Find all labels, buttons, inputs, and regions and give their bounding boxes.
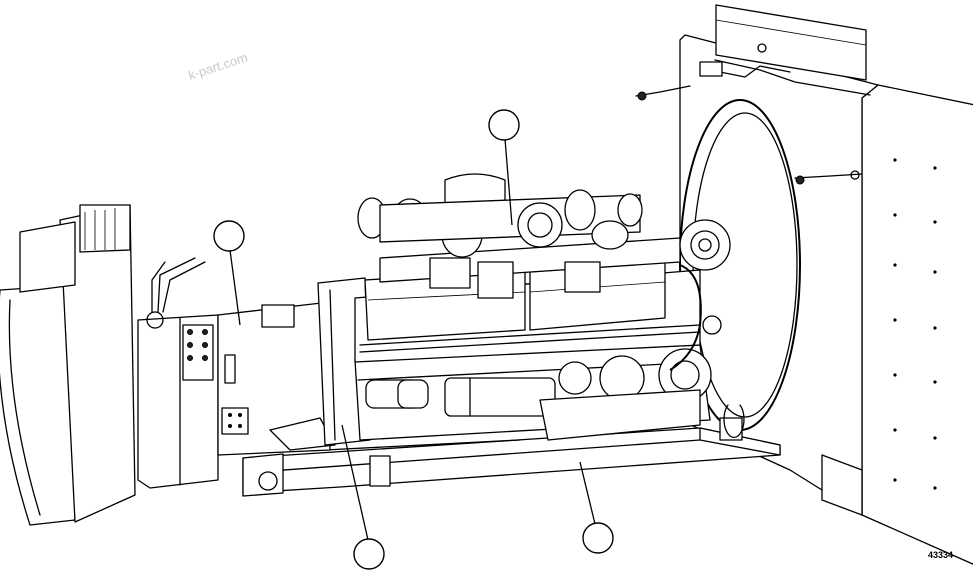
radiator-top-tank [715, 4, 867, 81]
generator-foot [221, 407, 249, 435]
generator [0, 204, 336, 526]
watermark-text: k-part.com [186, 50, 249, 83]
callouts [213, 109, 614, 570]
sensor-fitting [637, 91, 647, 101]
lifting-eye [258, 471, 278, 491]
callout-engine[interactable] [488, 109, 520, 226]
lifting-lug [723, 404, 745, 439]
base-frame [242, 404, 781, 497]
coolant-hose [669, 264, 702, 371]
figure-number: 43334 [928, 550, 954, 560]
oil-pan [539, 389, 701, 441]
radiator-rivets [893, 158, 937, 490]
radiator-cap [699, 61, 723, 77]
radiator-side-panel [861, 84, 973, 565]
exhaust-outlet [517, 202, 563, 248]
radiator [635, 4, 973, 565]
engine [317, 173, 731, 446]
callout-mounting-rail[interactable] [341, 424, 385, 570]
radiator-foot [821, 454, 863, 516]
crank-pulley [679, 219, 731, 271]
starter-motor [444, 377, 556, 417]
callout-base-frame[interactable] [579, 461, 614, 554]
generator-end-cover [0, 284, 76, 526]
callout-generator[interactable] [213, 220, 245, 326]
sensor-fitting [795, 175, 805, 185]
